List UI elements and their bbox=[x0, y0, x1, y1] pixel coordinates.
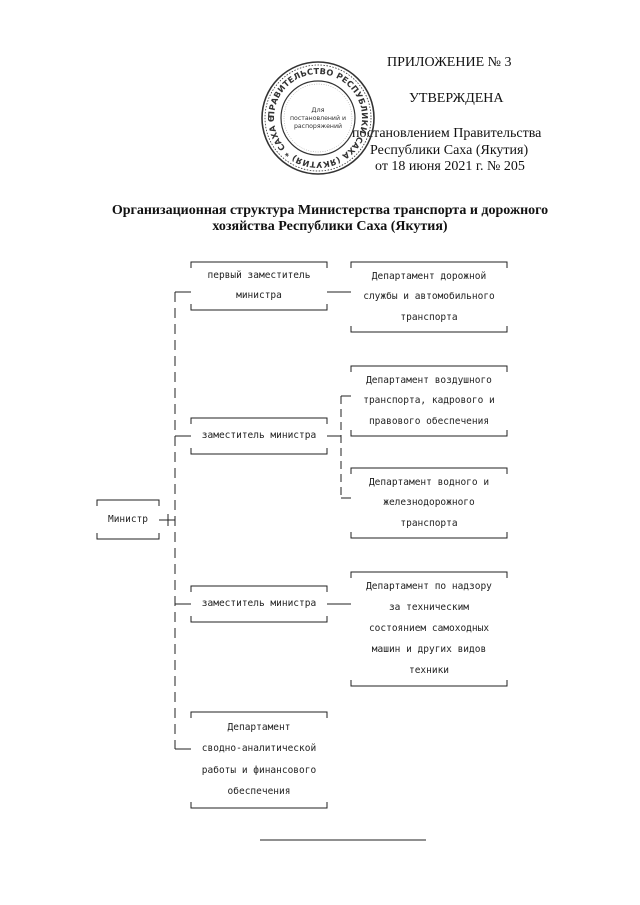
official-seal: ПРАВИТЕЛЬСТВО РЕСПУБЛИКИ САХА (ЯКУТИЯ) *… bbox=[258, 58, 375, 175]
deputy-box-3: заместитель министра bbox=[191, 586, 327, 622]
minister-label: Министр bbox=[107, 513, 149, 525]
dept-water-line-3: транспорта bbox=[400, 517, 458, 529]
dept-air-box: Департамент воздушного транспорта, кадро… bbox=[351, 366, 507, 436]
title-line-2: хозяйства Республики Саха (Якутия) bbox=[212, 219, 448, 234]
dept-air-line-2: транспорта, кадрового и bbox=[363, 395, 495, 406]
dept-water-line-2: железнодорожного bbox=[383, 497, 475, 508]
dept-water-box: Департамент водного и железнодорожного т… bbox=[351, 468, 507, 538]
dept-supervision-line-3: состоянием самоходных bbox=[368, 623, 490, 634]
first-deputy-box: первый заместитель министра bbox=[191, 262, 327, 310]
dept-air-line-3: правового обеспечения bbox=[368, 415, 490, 427]
dept-air-line-1: Департамент воздушного bbox=[366, 374, 492, 386]
seal-center-line-1: Для bbox=[311, 106, 324, 114]
dept-road-box: Департамент дорожной службы и автомобиль… bbox=[351, 262, 507, 332]
deputy-box-2: заместитель министра bbox=[191, 418, 327, 454]
dept-analytics-line-3: работы и финансового bbox=[201, 764, 317, 776]
first-deputy-line-1: первый заместитель bbox=[207, 270, 311, 281]
first-deputy-line-2: министра bbox=[236, 290, 282, 301]
dept-road-line-2: службы и автомобильного bbox=[363, 291, 495, 302]
title-line-1: Организационная структура Министерства т… bbox=[111, 203, 549, 218]
seal-center-line-2: постановлений и bbox=[290, 114, 346, 122]
dept-analytics-line-4: обеспечения bbox=[227, 786, 291, 798]
minister-box: Министр bbox=[97, 506, 159, 533]
approved-label: УТВЕРЖДЕНА bbox=[409, 91, 504, 106]
document-title: Организационная структура Министерства т… bbox=[95, 203, 565, 235]
seal-center-line-3: распоряжений bbox=[294, 122, 342, 130]
dept-supervision-line-1: Департамент по надзору bbox=[366, 581, 492, 592]
dept-analytics-box: Департамент сводно-аналитической работы … bbox=[191, 712, 327, 808]
dept-road-line-3: транспорта bbox=[400, 311, 458, 323]
deputy-3-label: заместитель министра bbox=[201, 598, 317, 609]
dept-supervision-line-5: техники bbox=[408, 665, 450, 676]
decree-line-1: постановлением Правительства bbox=[352, 126, 542, 141]
appendix-label: ПРИЛОЖЕНИЕ № 3 bbox=[387, 55, 512, 70]
deputy-2-label: заместитель министра bbox=[201, 430, 317, 441]
dept-water-line-1: Департамент водного и bbox=[368, 476, 490, 488]
dept-road-line-1: Департамент дорожной bbox=[371, 270, 487, 282]
dept-supervision-box: Департамент по надзору за техническим со… bbox=[351, 572, 507, 686]
decree-line-3: от 18 июня 2021 г. № 205 bbox=[375, 159, 525, 174]
dept-supervision-line-4: машин и других видов bbox=[371, 644, 487, 655]
dept-supervision-line-2: за техническим bbox=[388, 602, 470, 613]
dept-analytics-line-1: Департамент bbox=[227, 721, 291, 733]
dept-analytics-line-2: сводно-аналитической bbox=[201, 743, 317, 755]
decree-line-2: Республики Саха (Якутия) bbox=[370, 143, 529, 158]
